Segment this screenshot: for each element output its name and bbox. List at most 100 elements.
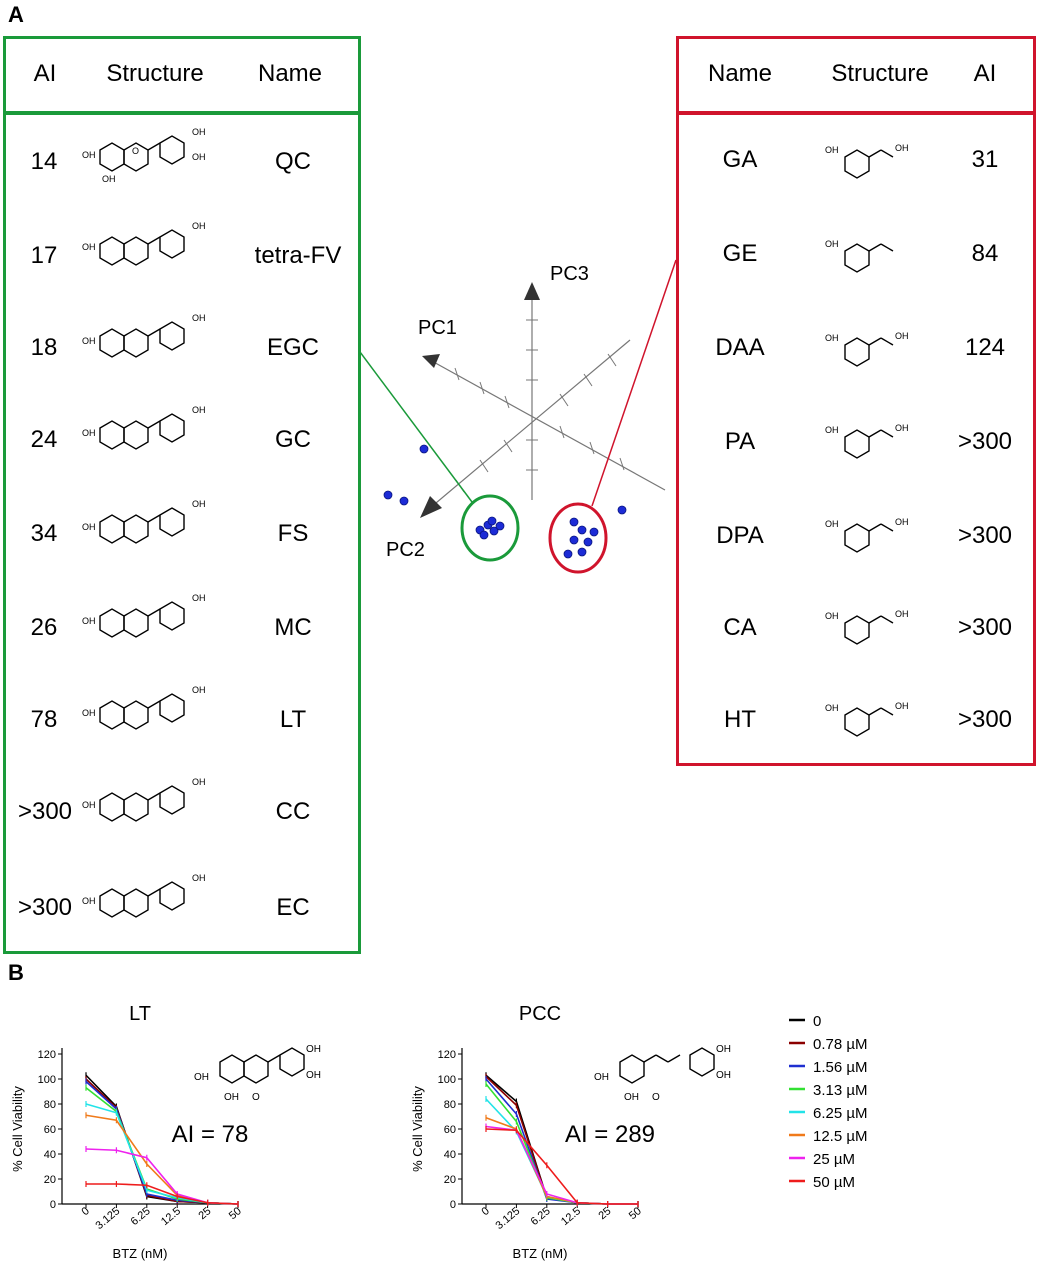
atom-label: OH [825, 703, 839, 713]
pcc-title: PCC [519, 1003, 561, 1025]
atom-label: OH [825, 425, 839, 435]
lt-y-tick-label: 60 [44, 1124, 56, 1136]
atom-label: OH [895, 701, 909, 711]
atom-label: OH [192, 405, 206, 415]
panel-b-label: B [8, 960, 24, 985]
legend-label: 6.25 µM [813, 1105, 868, 1122]
left-row-name: FS [277, 520, 309, 547]
right-row-name: DPA [716, 522, 764, 549]
lt-series-line [85, 1148, 239, 1205]
atom-label: OH [82, 522, 96, 532]
atom-label: OH [194, 1072, 209, 1083]
pcc-x-tick-label: 25 [596, 1205, 613, 1222]
atom-label: OH [895, 143, 909, 153]
left-row-name: MC [274, 614, 312, 641]
atom-label: OH [716, 1070, 731, 1081]
panel-a-label: A [8, 2, 24, 27]
left-row-name: CC [275, 798, 311, 825]
pcc-series-line [485, 1128, 638, 1205]
left-row-ai: 34 [30, 520, 58, 547]
left-row-ai: 78 [30, 706, 58, 733]
atom-label: OH [825, 611, 839, 621]
pcc-y-tick-label: 80 [444, 1099, 456, 1111]
lt-annotation: AI = 78 [172, 1121, 249, 1148]
atom-label: OH [895, 331, 909, 341]
atom-label: OH [825, 519, 839, 529]
pcc-y-label: % Cell Viability [410, 1086, 425, 1172]
right-row-name: PA [724, 428, 756, 455]
pc2-arrowhead [420, 496, 442, 518]
lt-y-tick-label: 120 [38, 1049, 56, 1061]
pcc-x-tick-label: 0 [480, 1205, 492, 1218]
right-row-ai: >300 [957, 614, 1013, 641]
lt-y-tick-label: 80 [44, 1099, 56, 1111]
left-row-name: LT [279, 706, 307, 733]
pc2-axis [429, 339, 631, 509]
atom-label: OH [82, 708, 96, 718]
pcc-y-tick-label: 20 [444, 1174, 456, 1186]
right-header-ai: AI [973, 60, 997, 87]
structure-ga [844, 149, 894, 179]
atom-label: OH [895, 517, 909, 527]
atom-label: OH [895, 423, 909, 433]
pcc-series-line [485, 1098, 638, 1205]
left-row-ai: 18 [30, 334, 58, 361]
lt-x-tick-label: 50 [227, 1205, 244, 1222]
atom-label: OH [82, 616, 96, 626]
left-header-ai: AI [33, 60, 57, 87]
atom-label: OH [716, 1044, 731, 1055]
left-row-ai: 24 [30, 426, 58, 453]
right-row-ai: 31 [971, 146, 999, 173]
pcc-y-tick-label: 120 [438, 1049, 456, 1061]
right-row-name: DAA [715, 334, 765, 361]
pcc-x-label: BTZ (nM) [513, 1246, 568, 1261]
lt-x-tick-label: 0 [80, 1205, 92, 1218]
structure-mc [99, 601, 185, 638]
pcc-annotation: AI = 289 [565, 1121, 655, 1148]
structure-egc [99, 321, 185, 358]
right-header-structure: Structure [831, 60, 929, 87]
atom-label: OH [82, 800, 96, 810]
lt-series-line [86, 1183, 239, 1205]
lt-x-tick-label: 6.25 [129, 1205, 153, 1228]
structure-dpa [844, 523, 894, 553]
atom-label: OH [825, 145, 839, 155]
atom-label: OH [192, 499, 206, 509]
atom-label: OH [82, 428, 96, 438]
left-row-name: EGC [266, 334, 319, 361]
atom-label: OH [192, 593, 206, 603]
structure-ge [844, 243, 894, 273]
lt-title: LT [129, 1003, 151, 1025]
pcc-y-tick-label: 0 [450, 1199, 456, 1211]
atom-label: O [652, 1092, 660, 1103]
right-row-ai: >300 [957, 428, 1013, 455]
pc3-label: PC3 [550, 263, 589, 285]
lt-structure: OH OH OH OH O [194, 1044, 321, 1103]
legend-label: 0 [813, 1013, 821, 1030]
atom-label: OH [82, 336, 96, 346]
pc3-arrowhead [524, 282, 540, 300]
atom-label: OH [102, 174, 116, 184]
lt-x-tick-label: 12.5 [159, 1205, 183, 1228]
pcc-x-tick-label: 6.25 [529, 1205, 553, 1228]
pca-plot: PC3 PC1 PC2 [360, 259, 676, 574]
left-row-name: tetra-FV [254, 242, 342, 269]
structure-lt [99, 693, 185, 730]
pcc-y-tick-label: 100 [438, 1074, 456, 1086]
right-table-body-box [676, 112, 1036, 766]
legend-label: 1.56 µM [813, 1059, 868, 1076]
right-row-ai: >300 [957, 706, 1013, 733]
structure-ca [844, 615, 894, 645]
connector-green [360, 351, 473, 503]
atom-label: OH [594, 1072, 609, 1083]
lt-x-tick-label: 25 [196, 1205, 213, 1222]
cluster-circle-red [548, 502, 608, 574]
right-row-name: GA [722, 146, 758, 173]
pcc-y-tick-label: 60 [444, 1124, 456, 1136]
structure-fs [99, 507, 185, 544]
right-row-name: HT [724, 706, 756, 733]
legend-label: 50 µM [813, 1174, 855, 1191]
right-structures: OH OH OH OH OH OH OH OH OH OH OH OH OH [825, 143, 909, 737]
